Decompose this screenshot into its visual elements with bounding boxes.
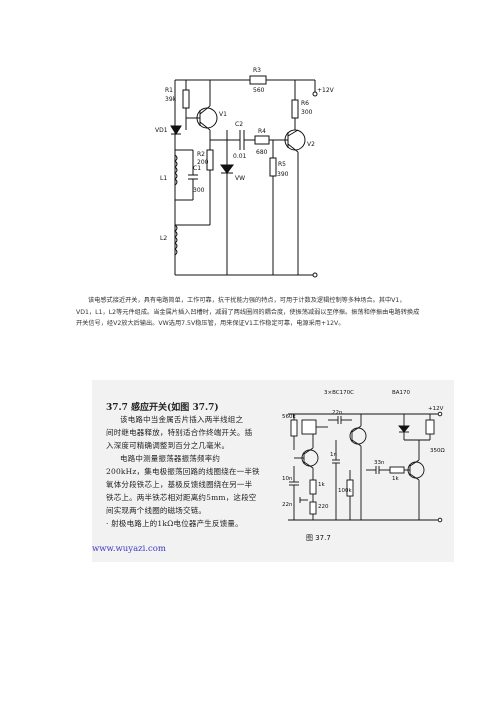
vd1-label: VD1 <box>155 127 168 134</box>
text-line: 间实现两个线圈的磁场交链。 <box>106 506 207 515</box>
v2-label: V2 <box>307 141 315 148</box>
description-paragraph: 该电感式接近开关，具有电路简单，工作可靠，抗干扰能力强的特点，可用于计数及逻辑控… <box>76 297 420 327</box>
text-line: 电路中测量振荡器振荡频率约 <box>120 454 221 463</box>
c2-value: 0.01 <box>233 153 247 160</box>
text-line: 铁芯上。两半铁芯相对距离约5mm，这段空 <box>106 493 257 502</box>
r100k-label: 100k <box>338 488 352 494</box>
pot-1k-label: 1k <box>318 482 325 488</box>
l2-label: L2 <box>160 235 167 242</box>
text-line: 间时继电器释放，特别适合作终端开关。插 <box>106 428 253 437</box>
text-line: 该电路中当金属舌片插入两半线组之 <box>120 415 244 424</box>
r2-label: R2 <box>197 151 205 158</box>
r220-label: 220 <box>318 504 329 510</box>
transistors-label: 3×BC170C <box>324 390 354 396</box>
r4-value: 680 <box>256 149 268 156</box>
r6-label: R6 <box>301 100 309 107</box>
r6-value: 300 <box>301 109 313 116</box>
scan-text-block: 37.7 感应开关(如图 37.7) 该电路中当金属舌片插入两半线组之 间时继电… <box>92 400 288 530</box>
figure-caption: 图 37.7 <box>306 534 331 542</box>
c1-label: C1 <box>193 165 201 172</box>
bottom-circuit-diagram: 3×BC170C BA170 +12V 560k 22n 1n 10n 1k 1… <box>280 380 454 562</box>
r4-label: R4 <box>258 128 266 135</box>
supply-label: +12V <box>317 87 335 94</box>
c10n-label: 10n <box>282 476 293 482</box>
c1-value: 300 <box>193 187 205 194</box>
c33n-label: 33n <box>374 460 385 466</box>
c22na-label: 22n <box>282 502 293 508</box>
r1-value: 39k <box>165 96 177 103</box>
r1-label: R1 <box>165 87 173 94</box>
top-circuit-svg: R3 560 R1 39k V1 VD1 R2 200 C1 300 L1 L2… <box>155 67 335 278</box>
r3-value: 560 <box>253 87 265 94</box>
r5-label: R5 <box>278 161 286 168</box>
text-line: 入深度可精确调整到百分之几毫米。 <box>106 441 230 450</box>
relay-coil-label: 350Ω <box>430 448 445 454</box>
r560k-label: 560k <box>282 414 296 420</box>
vw-label: VW <box>235 175 245 182</box>
v1-label: V1 <box>219 111 227 118</box>
text-line: 200kHz，集电极振荡回路的线圈绕在一半铁 <box>106 467 260 476</box>
site-watermark: www.wuyazi.com <box>92 544 166 554</box>
scanned-book-page: 37.7 感应开关(如图 37.7) 该电路中当金属舌片插入两半线组之 间时继电… <box>92 380 454 562</box>
supply-label: +12V <box>428 406 444 412</box>
r5-value: 390 <box>277 171 289 178</box>
bottom-circuit-svg: 3×BC170C BA170 +12V 560k 22n 1n 10n 1k 1… <box>282 390 445 542</box>
l1-label: L1 <box>160 175 167 182</box>
r2-value: 200 <box>197 159 209 166</box>
r1k-label: 1k <box>392 476 399 482</box>
text-line: · 射极电路上的1kΩ电位器产生反馈量。 <box>106 519 243 528</box>
relay-label: BA170 <box>392 390 411 396</box>
r3-label: R3 <box>253 67 261 74</box>
c2-label: C2 <box>235 121 243 128</box>
top-circuit-diagram: R3 560 R1 39k V1 VD1 R2 200 C1 300 L1 L2… <box>155 30 335 280</box>
text-line: 氧体分段铁芯上，基极反馈线圈绕在另一半 <box>106 480 253 489</box>
c22n-label: 22n <box>332 410 343 416</box>
c1n-label: 1n <box>330 452 337 458</box>
section-title: 37.7 感应开关(如图 37.7) <box>106 403 219 413</box>
